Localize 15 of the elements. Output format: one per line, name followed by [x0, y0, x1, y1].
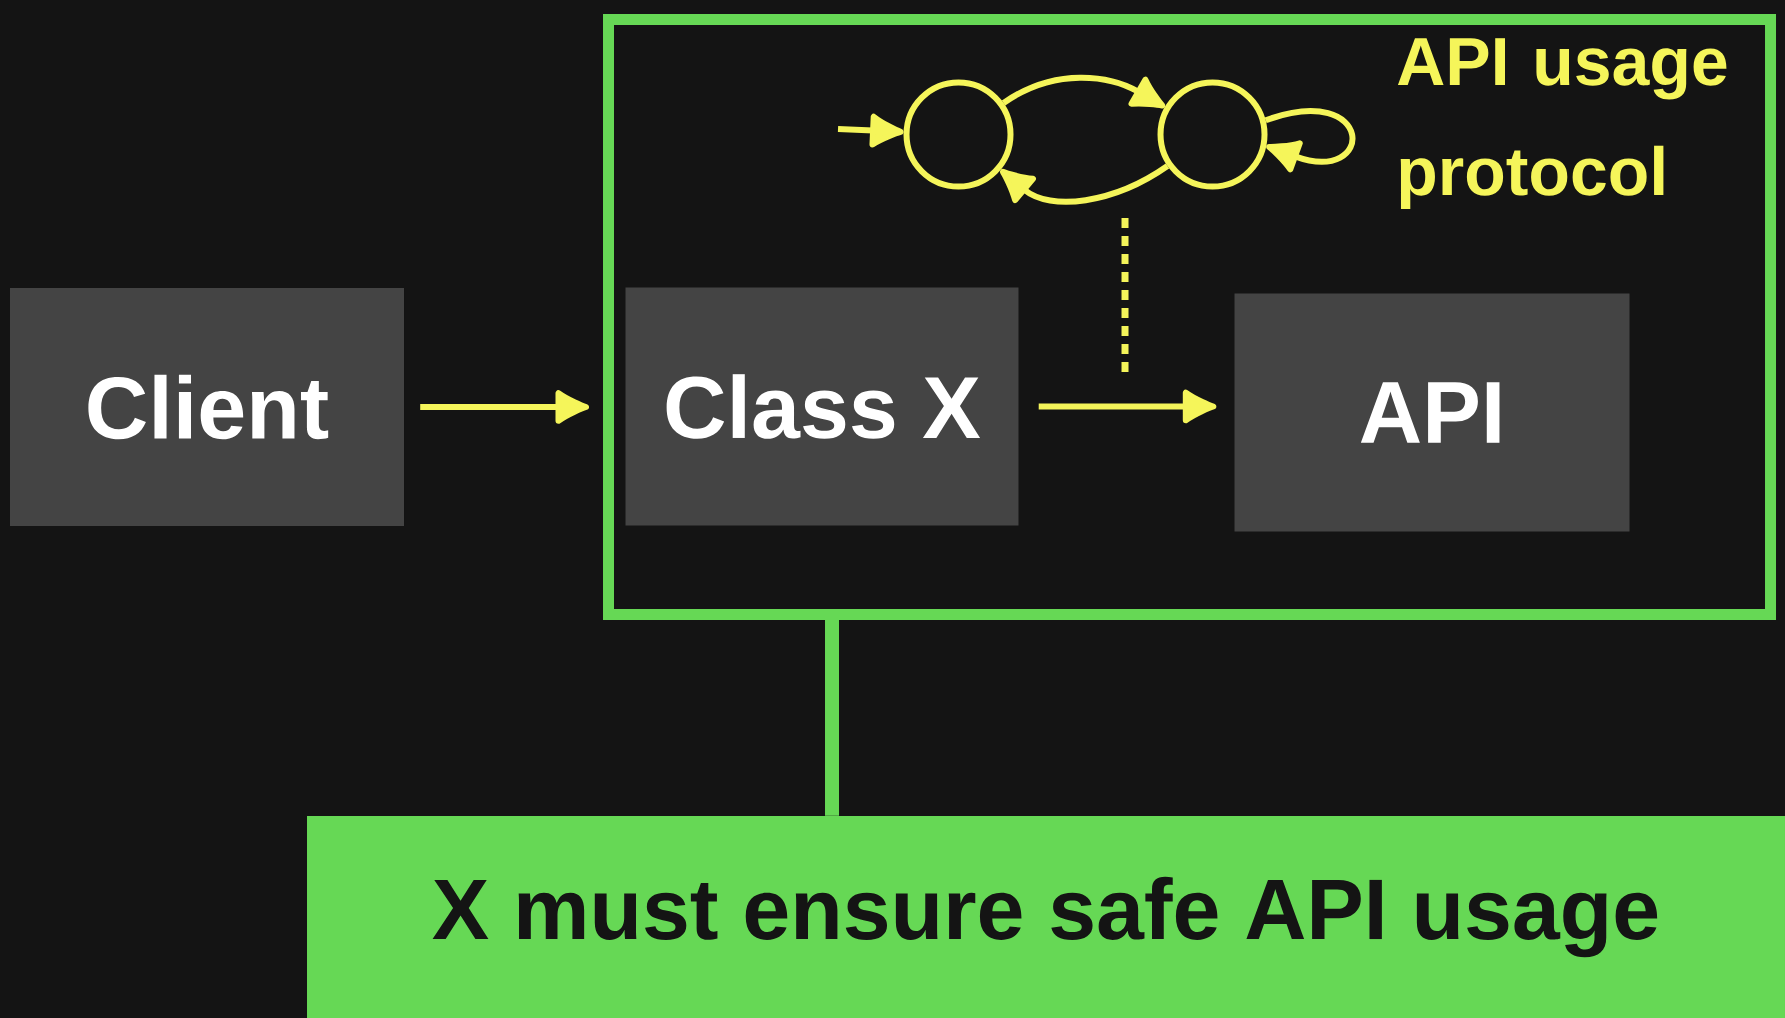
frame-box	[603, 14, 1776, 620]
process-box: Client	[10, 288, 404, 526]
arrow	[1264, 108, 1356, 173]
arrow	[999, 163, 1170, 205]
state-circle	[903, 79, 1014, 190]
arrow	[1038, 389, 1217, 424]
protocol-label: API usage protocol	[1397, 38, 1727, 210]
arrow	[1001, 74, 1166, 109]
process-box: Class X	[625, 287, 1019, 526]
arrow	[420, 390, 589, 424]
process-box: API	[1234, 293, 1630, 532]
arrow	[837, 113, 904, 148]
state-circle	[1157, 79, 1268, 190]
note-box: X must ensure safe API usage	[307, 816, 1785, 1018]
connector-line	[825, 620, 839, 816]
